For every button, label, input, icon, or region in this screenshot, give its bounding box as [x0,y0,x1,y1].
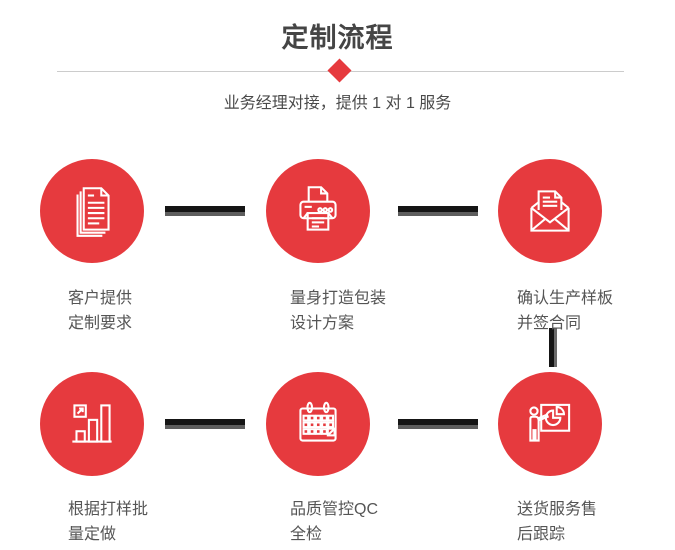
step-circle-1 [40,159,144,263]
documents-icon [76,187,110,237]
step-label-4: 根据打样批 量定做 [68,497,148,547]
step-circle-5 [266,372,370,476]
envelope-icon [530,190,570,232]
diamond-accent-icon [327,58,352,83]
step-label-line: 设计方案 [290,315,355,332]
calendar-icon [299,401,337,442]
step-label-line: 量身打造包装 [290,290,387,307]
connector-step1-step2 [165,206,245,216]
step-label-6: 送货服务售 后跟踪 [517,497,597,547]
page-subtitle: 业务经理对接，提供 1 对 1 服务 [223,95,452,112]
bar-chart-icon [72,404,112,443]
step-label-line: 品质管控QC [290,501,379,518]
step-label-5: 品质管控QC 全检 [290,497,378,547]
step-circle-2 [266,159,370,263]
step-label-line: 确认生产样板 [517,290,614,307]
printer-icon [299,186,337,231]
step-circle-4 [40,372,144,476]
page-title: 定制流程 [281,23,394,53]
step-label-1: 客户提供 定制要求 [68,286,132,336]
step-label-line: 并签合同 [517,315,582,332]
connector-step4-step5 [165,419,245,429]
step-label-line: 根据打样批 [68,501,149,518]
step-label-line: 后跟踪 [517,526,566,543]
step-label-line: 量定做 [68,526,117,543]
step-label-line: 客户提供 [68,290,133,307]
connector-step3-step6 [549,328,557,367]
connector-step2-step3 [398,206,478,216]
step-circle-6 [498,372,602,476]
step-label-line: 全检 [290,526,323,543]
step-label-line: 定制要求 [68,315,133,332]
step-label-2: 量身打造包装 设计方案 [290,286,386,336]
presentation-icon [529,403,571,442]
connector-step5-step6 [398,419,478,429]
step-label-line: 送货服务售 [517,501,598,518]
step-circle-3 [498,159,602,263]
step-label-3: 确认生产样板 并签合同 [517,286,613,336]
